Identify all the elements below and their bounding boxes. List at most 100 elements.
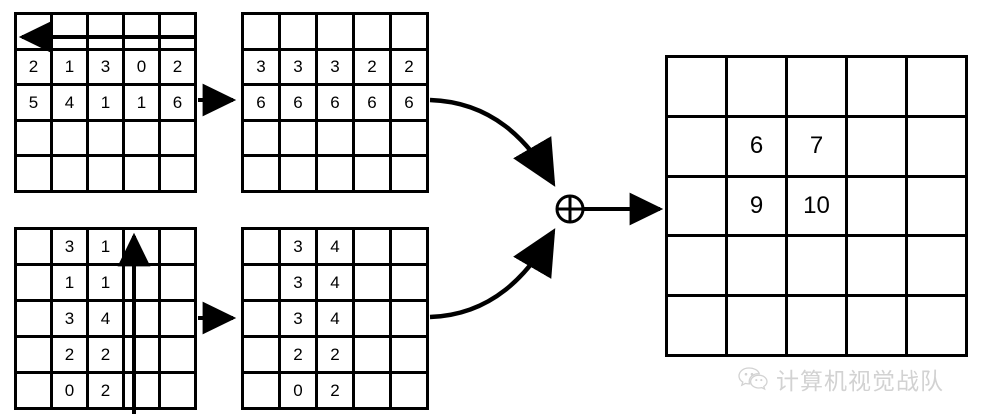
grid-cell	[17, 121, 53, 158]
grid-cell: 1	[89, 230, 125, 266]
grid-cell	[125, 15, 161, 51]
grid-cell	[244, 15, 281, 51]
grid-cell	[244, 121, 281, 158]
grid-cell	[355, 230, 392, 266]
grid-cell	[244, 266, 281, 302]
grid-cell	[53, 15, 89, 51]
grid-cell: 2	[89, 374, 125, 410]
grid-cell	[244, 157, 281, 193]
grid-cell	[908, 237, 968, 298]
grid-cell	[392, 266, 429, 302]
grid-cell	[788, 237, 848, 298]
grid-cell	[17, 302, 53, 338]
grid-cell: 2	[281, 338, 318, 374]
grid-cell	[788, 58, 848, 118]
grid-cell	[244, 374, 281, 410]
grid-cell	[125, 230, 161, 266]
grid-cell: 3	[89, 50, 125, 87]
grid-cell: 3	[244, 50, 281, 87]
grid-cell: 10	[788, 177, 848, 238]
grid-cell	[668, 58, 728, 118]
grid-cell	[392, 157, 429, 193]
grid-cell	[53, 121, 89, 158]
grid-cell	[392, 302, 429, 338]
grid-cell: 6	[281, 86, 318, 122]
grid-cell	[161, 121, 197, 158]
grid-cell	[89, 15, 125, 51]
grid-cell	[848, 117, 908, 178]
grid-cell: 1	[53, 266, 89, 302]
grid-cell: 2	[17, 50, 53, 87]
grid-cell	[668, 177, 728, 238]
curve-broadcast-bottom-to-adder	[429, 228, 556, 320]
grid-cell: 6	[355, 86, 392, 122]
grid-cell	[318, 157, 355, 193]
grid-cell	[318, 121, 355, 158]
grid-cell	[244, 338, 281, 374]
grid-cell	[161, 230, 197, 266]
grid-cell	[244, 230, 281, 266]
grid-cell	[125, 121, 161, 158]
grid-cell: 4	[318, 302, 355, 338]
grid-cell	[281, 121, 318, 158]
grid-cell: 1	[89, 86, 125, 122]
watermark: 计算机视觉战队	[738, 362, 944, 396]
grid-cell: 0	[53, 374, 89, 410]
grid-cell	[125, 266, 161, 302]
grid-cell	[355, 157, 392, 193]
grid-cell	[668, 117, 728, 178]
grid-cell	[668, 237, 728, 298]
grid-cell: 2	[355, 50, 392, 87]
grid-cell	[908, 117, 968, 178]
grid-cell: 1	[53, 50, 89, 87]
grid-cell: 4	[318, 266, 355, 302]
grid-cell: 3	[281, 230, 318, 266]
wechat-logo-icon	[738, 367, 768, 391]
grid-cell	[89, 157, 125, 193]
grid-cell: 0	[125, 50, 161, 87]
grid-cell	[728, 297, 788, 357]
grid-cell: 3	[281, 50, 318, 87]
grid-cell	[244, 302, 281, 338]
grid-cell	[17, 15, 53, 51]
grid-cell	[17, 374, 53, 410]
grid-cell	[355, 266, 392, 302]
grid-cell	[392, 230, 429, 266]
grid-cell	[53, 157, 89, 193]
grid-cell	[908, 58, 968, 118]
grid-cell	[908, 297, 968, 357]
grid-cell: 3	[281, 266, 318, 302]
grid-cell	[848, 237, 908, 298]
grid-cell	[848, 58, 908, 118]
grid-cell: 5	[17, 86, 53, 122]
grid-cell	[318, 15, 355, 51]
grid-cell: 4	[89, 302, 125, 338]
grid-cell	[161, 157, 197, 193]
grid-cell	[89, 121, 125, 158]
grid-cell	[355, 374, 392, 410]
grid-cell	[392, 121, 429, 158]
grid-cell	[281, 157, 318, 193]
grid-cell	[161, 15, 197, 51]
grid-cell: 2	[318, 374, 355, 410]
grid-cell	[392, 374, 429, 410]
grid-cell: 3	[53, 302, 89, 338]
grid-cell: 9	[728, 177, 788, 238]
grid-cell: 6	[161, 86, 197, 122]
curve-broadcast-top-to-adder	[429, 97, 556, 187]
grid-cell: 2	[161, 50, 197, 87]
grid-cell	[355, 302, 392, 338]
grid-cell: 1	[89, 266, 125, 302]
grid-cell: 2	[89, 338, 125, 374]
element-wise-add-operator	[555, 194, 585, 224]
grid-cell	[17, 157, 53, 193]
watermark-text: 计算机视觉战队	[776, 369, 944, 395]
grid-cell	[161, 302, 197, 338]
grid-cell	[788, 297, 848, 357]
grid-cell	[355, 121, 392, 158]
grid-cell	[848, 297, 908, 357]
